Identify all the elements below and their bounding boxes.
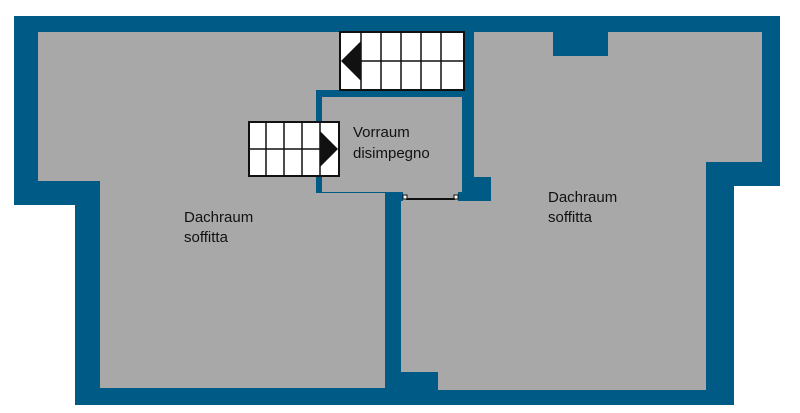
right-room-floor <box>401 32 762 390</box>
vestibule-label-line1: Vorraum <box>353 124 410 141</box>
right-room-label-line2: soffitta <box>548 209 593 226</box>
lower-staircase <box>248 121 340 177</box>
vestibule-label: Vorraum disimpegno <box>353 124 430 162</box>
right-arrow-icon <box>320 131 338 167</box>
left-room-label: Dachraum soffitta <box>184 209 257 246</box>
right-room-label: Dachraum soffitta <box>548 189 621 226</box>
left-room-label-line1: Dachraum <box>184 209 253 226</box>
door-opening <box>403 190 458 202</box>
vestibule-floor <box>322 97 462 192</box>
upper-staircase <box>339 31 465 91</box>
door-jamb-right <box>453 194 459 200</box>
left-room-label-line2: soffitta <box>184 229 229 246</box>
right-room-label-line1: Dachraum <box>548 189 617 206</box>
left-arrow-icon <box>341 41 361 81</box>
vestibule-label-line2: disimpegno <box>353 145 430 162</box>
door-jamb-left <box>402 194 408 200</box>
